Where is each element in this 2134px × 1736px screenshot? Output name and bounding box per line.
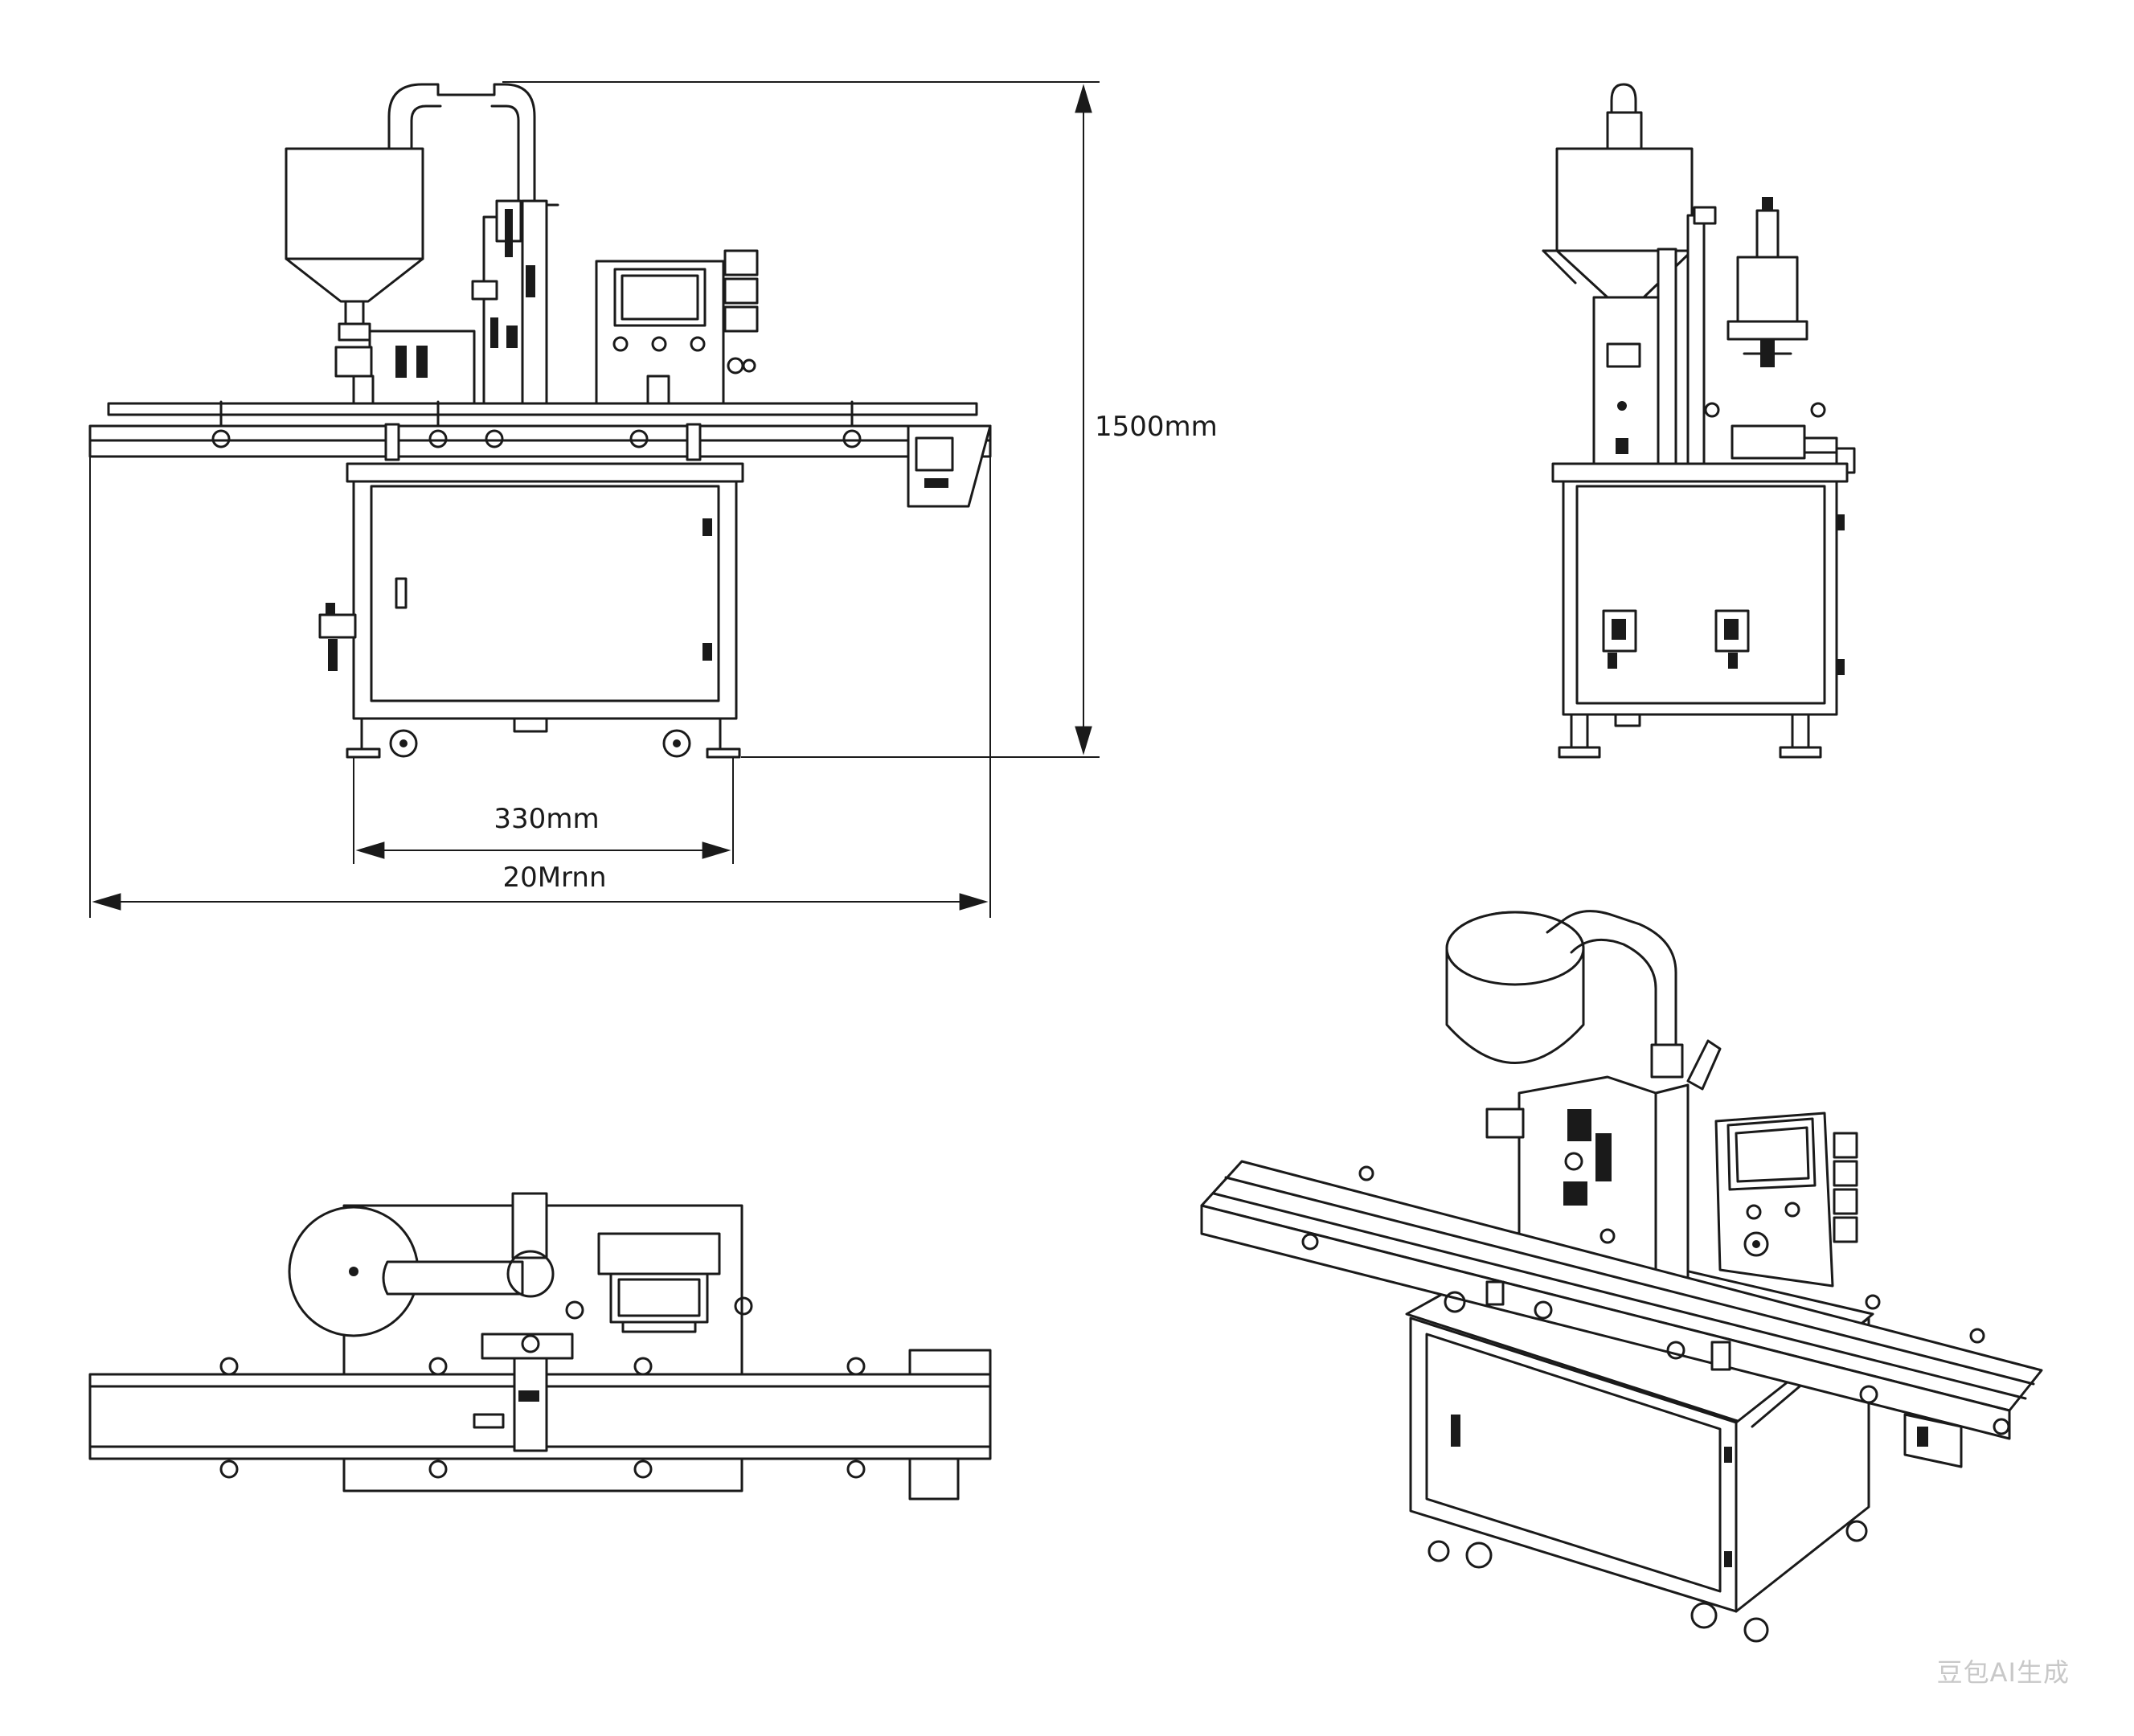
total-length-dimension-label: 20Mrnn <box>502 862 606 894</box>
frame-width-dimension-label: 330mm <box>494 803 599 835</box>
hopper <box>285 147 424 342</box>
top-hopper <box>288 1192 555 1337</box>
side-cabinet <box>1551 462 1849 759</box>
side-switch <box>318 603 357 671</box>
side-nozzle-assembly <box>1726 197 1808 367</box>
top-control-panel <box>565 1232 753 1333</box>
feed-pipe <box>387 83 536 215</box>
rail-brackets <box>211 400 862 461</box>
iso-filling-column <box>1485 1075 1690 1296</box>
iso-feed-pipe <box>1546 910 1722 1091</box>
dimension-lines <box>89 81 1100 918</box>
drive-motor <box>907 424 992 508</box>
side-conveyor-end <box>1704 402 1856 474</box>
cabinet <box>318 462 744 759</box>
watermark-text: 豆包AI生成 <box>1936 1657 2070 1688</box>
iso-control-panel <box>1714 1112 1858 1288</box>
side-view <box>1542 83 1856 759</box>
front-view: 1500mm 330mm 20Mrnn <box>88 81 1218 918</box>
height-dimension-label: 1500mm <box>1095 411 1218 443</box>
conveyor <box>88 400 992 508</box>
side-feed-pipe <box>1606 83 1643 150</box>
side-legs <box>1558 713 1822 759</box>
legs-casters <box>346 717 741 759</box>
top-conveyor <box>88 1333 992 1501</box>
control-panel <box>595 249 759 407</box>
filling-column <box>471 199 559 407</box>
side-column <box>1592 206 1717 468</box>
top-view <box>88 1192 992 1501</box>
pump-block <box>334 330 476 407</box>
iso-conveyor <box>1200 1160 2043 1468</box>
top-rail-brackets <box>219 1357 866 1479</box>
isometric-view <box>1200 910 2043 1643</box>
iso-hopper <box>1445 911 1585 1064</box>
